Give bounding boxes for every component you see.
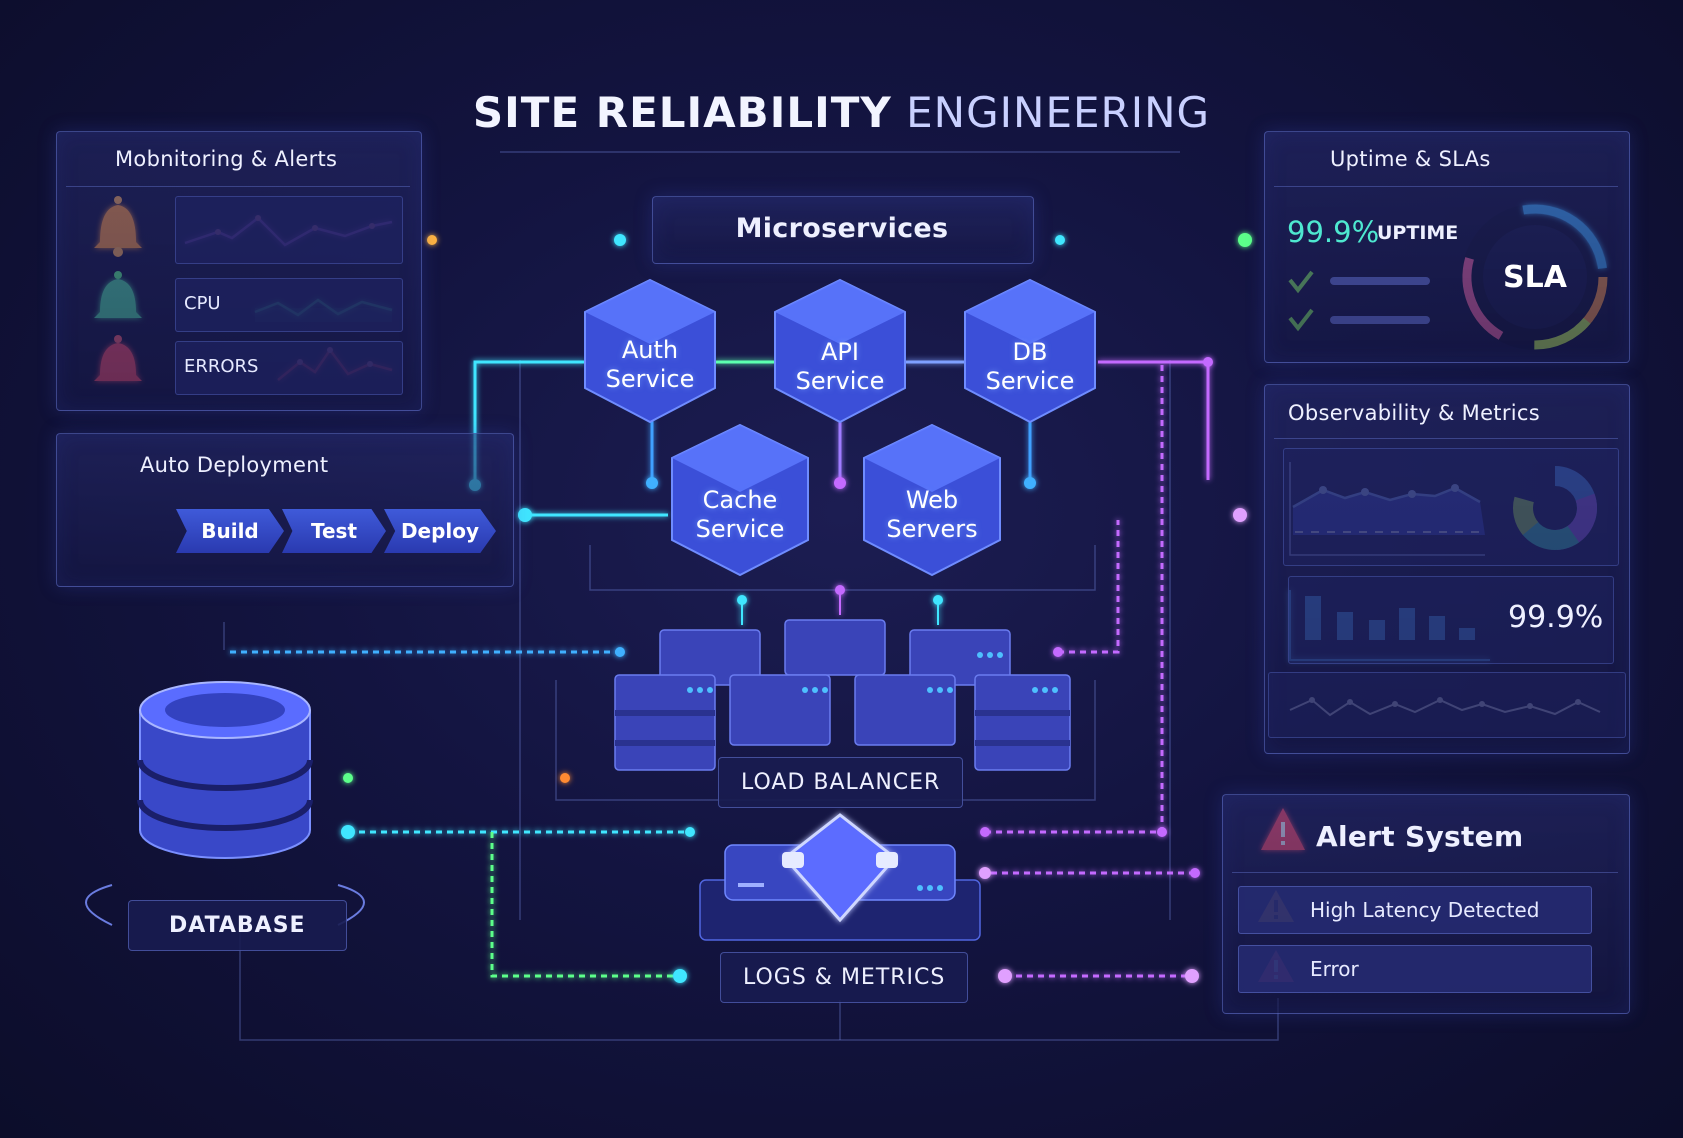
- uptime-divider: [1274, 186, 1618, 187]
- deploy-step[interactable]: Deploy: [384, 509, 496, 553]
- sla-text: SLA: [1503, 260, 1567, 295]
- monitor-chart-box: [175, 196, 403, 264]
- alert-row-latency[interactable]: [1238, 886, 1592, 934]
- db-service-label: DB Service: [965, 338, 1095, 396]
- monitoring-title: Mobnitoring & Alerts: [115, 147, 338, 171]
- hex-api: [774, 278, 906, 424]
- database-label: DATABASE: [128, 900, 347, 951]
- cpu-box: [175, 278, 403, 332]
- auth-service-text: Auth Service: [605, 336, 695, 393]
- cache-service-label: Cache Service: [672, 486, 808, 544]
- gateway-device: [699, 813, 981, 941]
- title-bold: SITE RELIABILITY: [472, 88, 892, 137]
- logs-metrics-label: LOGS & METRICS: [720, 952, 969, 1003]
- alert-title: Alert System: [1316, 820, 1524, 853]
- server-cluster: [614, 619, 1071, 771]
- errors-box: [175, 341, 403, 395]
- obs-sparkline-box: [1268, 672, 1626, 738]
- hex-db: [964, 278, 1096, 424]
- page-title: SITE RELIABILITY ENGINEERING: [0, 88, 1683, 137]
- hex-cache: [671, 423, 809, 577]
- alert-error-text: Error: [1310, 957, 1359, 981]
- database-cylinder: [85, 681, 365, 926]
- hex-web: [863, 423, 1001, 577]
- uptime-panel: [1264, 131, 1630, 363]
- microservices-header: [652, 196, 1034, 264]
- api-service-label: API Service: [775, 338, 905, 396]
- cache-service-text: Cache Service: [695, 486, 785, 543]
- test-step[interactable]: Test: [282, 509, 386, 553]
- build-step[interactable]: Build: [176, 509, 284, 553]
- load-balancer-label: LOAD BALANCER: [718, 757, 964, 808]
- uptime-title: Uptime & SLAs: [1330, 147, 1491, 171]
- uptime-percent: 99.9%: [1287, 215, 1380, 249]
- api-service-text: API Service: [795, 338, 885, 395]
- cpu-label: CPU: [184, 293, 221, 314]
- web-servers-label: Web Servers: [864, 486, 1000, 544]
- errors-label: ERRORS: [184, 356, 259, 377]
- obs-bar-box: [1288, 576, 1614, 664]
- obs-percent: 99.9%: [1508, 600, 1604, 635]
- observability-divider: [1274, 438, 1618, 439]
- alert-row-error[interactable]: [1238, 945, 1592, 993]
- db-service-text: DB Service: [985, 338, 1075, 395]
- title-light: ENGINEERING: [906, 88, 1211, 137]
- obs-chart-box: [1283, 448, 1619, 566]
- auth-service-label: Auth Service: [585, 336, 715, 394]
- alert-divider: [1232, 872, 1618, 873]
- alert-latency-text: High Latency Detected: [1310, 898, 1540, 922]
- hex-auth: [584, 278, 716, 424]
- microservices-title: Microservices: [735, 213, 949, 244]
- web-servers-text: Web Servers: [886, 486, 978, 543]
- uptime-label: UPTIME: [1377, 222, 1459, 244]
- deployment-title: Auto Deployment: [140, 453, 329, 477]
- observability-title: Observability & Metrics: [1288, 401, 1540, 425]
- monitoring-divider: [66, 186, 410, 187]
